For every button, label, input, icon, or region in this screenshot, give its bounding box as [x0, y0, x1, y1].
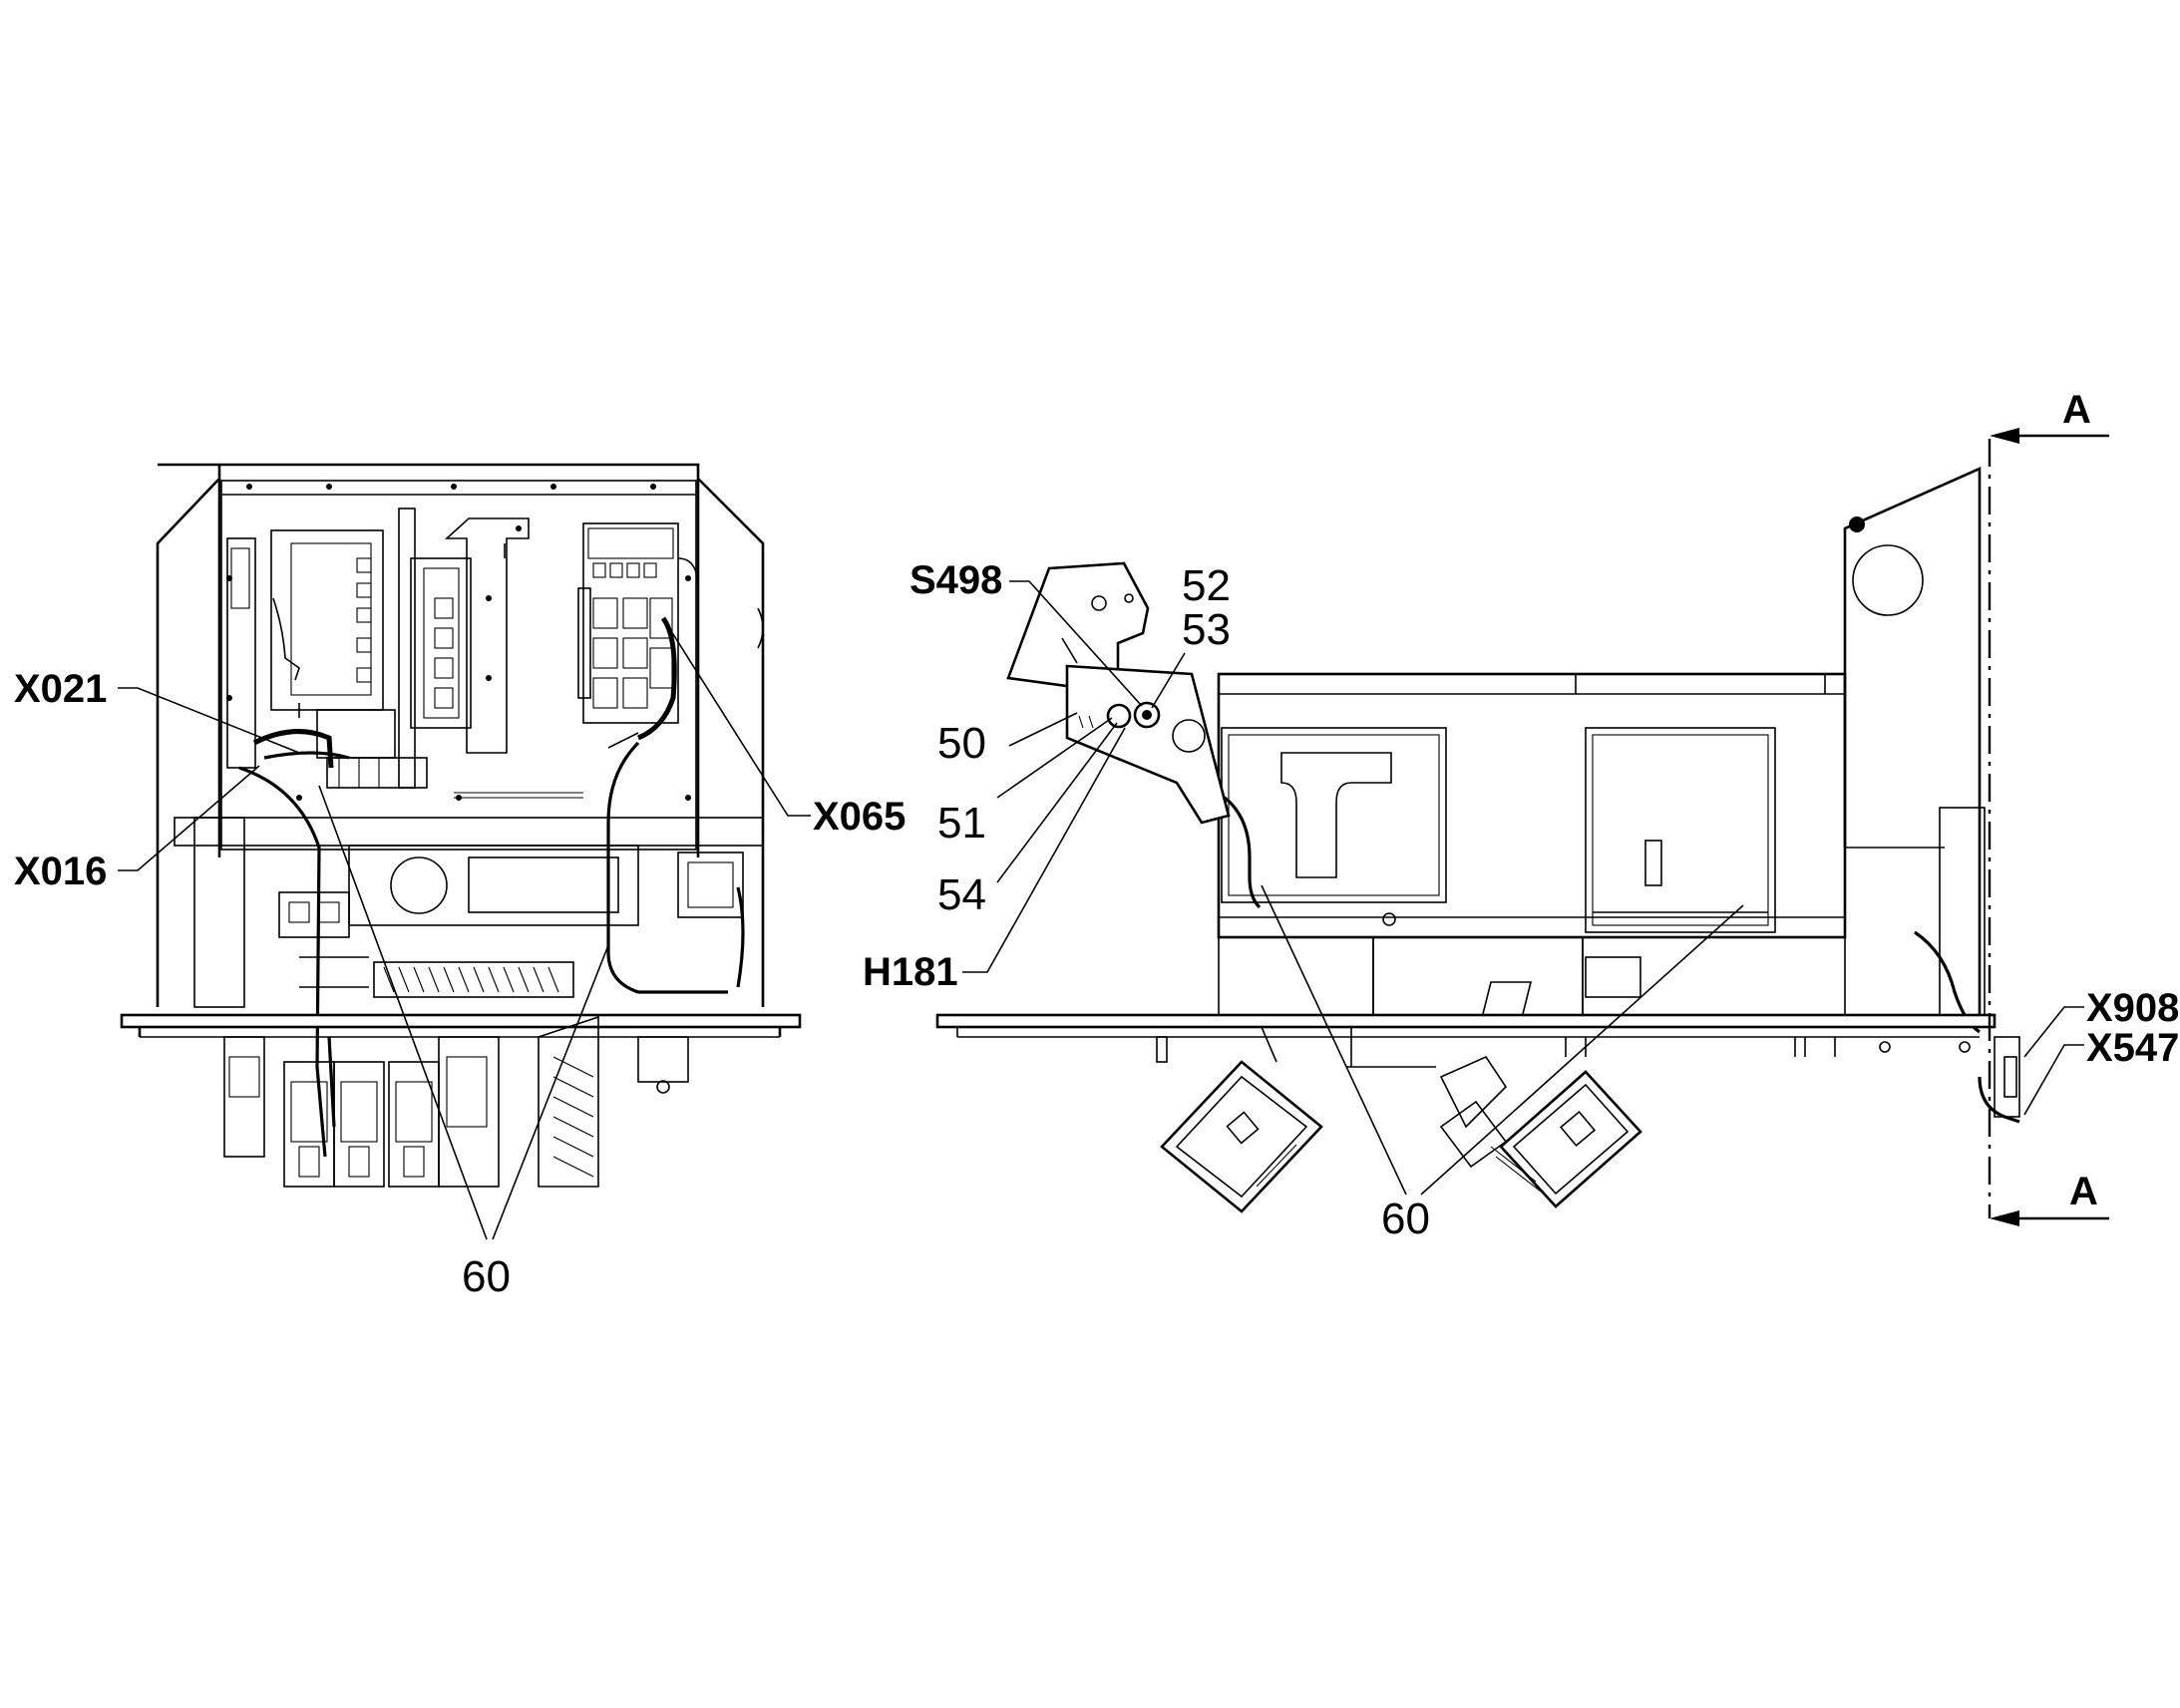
label-51: 51 — [937, 799, 986, 848]
label-h181: H181 — [863, 950, 958, 994]
label-x016: X016 — [14, 850, 107, 893]
lower-module-2 — [333, 1061, 385, 1188]
label-section-a-top: A — [2062, 388, 2091, 432]
label-52: 52 — [1182, 561, 1231, 610]
label-53: 53 — [1182, 605, 1231, 654]
label-x065: X065 — [813, 795, 906, 839]
right-view-machine — [935, 466, 2020, 1213]
label-60-left: 60 — [462, 1252, 511, 1301]
label-x021: X021 — [14, 667, 107, 711]
tilted-module-left — [1156, 1026, 1323, 1213]
label-54: 54 — [937, 870, 986, 919]
label-section-a-bottom: A — [2069, 1170, 2098, 1213]
lower-module-3 — [388, 1061, 440, 1188]
section-line-a — [1988, 428, 2109, 1226]
label-60-right: 60 — [1381, 1195, 1430, 1243]
label-x908: X908 — [2086, 986, 2179, 1030]
tilted-module-right — [1439, 1055, 1642, 1208]
label-x547: X547 — [2086, 1026, 2179, 1070]
right-view-leaders — [962, 580, 2084, 1196]
left-view-leaders — [118, 622, 811, 1240]
lower-module-1 — [283, 1061, 335, 1188]
switch-bracket — [1006, 561, 1231, 825]
label-s498: S498 — [909, 558, 1002, 602]
left-view-machine — [120, 463, 802, 1188]
label-50: 50 — [937, 719, 986, 768]
